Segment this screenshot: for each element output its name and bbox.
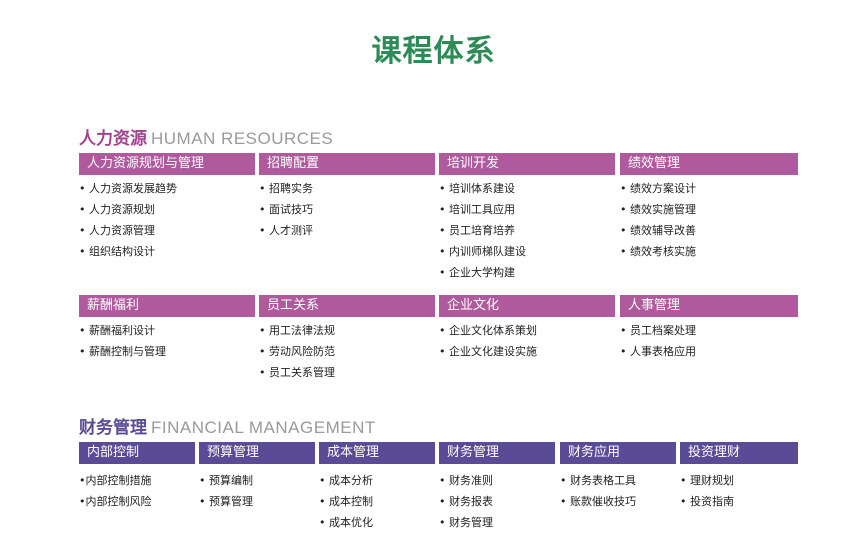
course-item: 绩效考核实施	[620, 241, 696, 262]
course-item: 财务准则	[439, 470, 493, 491]
course-list: 财务表格工具 账款催收技巧	[560, 470, 636, 512]
category-header: 薪酬福利	[79, 295, 255, 317]
course-list: 培训体系建设 培训工具应用 员工培育培养 内训师梯队建设 企业大学构建	[439, 178, 526, 283]
course-list: 招聘实务 面试技巧 人才测评	[259, 178, 313, 241]
course-item: 账款催收技巧	[560, 491, 636, 512]
course-item: 成本分析	[319, 470, 373, 491]
course-item: 投资指南	[680, 491, 734, 512]
course-list: 绩效方案设计 绩效实施管理 绩效辅导改善 绩效考核实施	[620, 178, 696, 262]
category-header: 人事管理	[620, 295, 798, 317]
course-item: 薪酬福利设计	[79, 320, 166, 341]
course-list: 成本分析 成本控制 成本优化	[319, 470, 373, 533]
course-item: 财务报表	[439, 491, 493, 512]
course-item: 成本控制	[319, 491, 373, 512]
course-item: 预算管理	[199, 491, 253, 512]
category-header: 财务管理	[439, 442, 555, 464]
course-item: 人力资源管理	[79, 220, 177, 241]
course-list: 企业文化体系策划 企业文化建设实施	[439, 320, 537, 362]
section-title-cn: 人力资源	[79, 129, 147, 149]
category-header: 预算管理	[199, 442, 315, 464]
category-header: 人力资源规划与管理	[79, 153, 255, 175]
course-item: 理财规划	[680, 470, 734, 491]
course-item: 面试技巧	[259, 199, 313, 220]
category-header: 培训开发	[439, 153, 615, 175]
course-item: 用工法律法规	[259, 320, 335, 341]
section-title-en: HUMAN RESOURCES	[151, 129, 334, 148]
course-list: 理财规划 投资指南	[680, 470, 734, 512]
category-header: 企业文化	[439, 295, 615, 317]
course-item: 人才测评	[259, 220, 313, 241]
category-header: 投资理财	[680, 442, 798, 464]
category-header: 成本管理	[319, 442, 435, 464]
page-title: 课程体系	[371, 34, 496, 69]
course-item: 内部控制措施	[79, 470, 152, 491]
course-list: 员工档案处理 人事表格应用	[620, 320, 696, 362]
course-item: 组织结构设计	[79, 241, 177, 262]
category-header: 员工关系	[259, 295, 435, 317]
course-list: 内部控制措施 内部控制风险	[79, 470, 152, 512]
category-header: 绩效管理	[620, 153, 798, 175]
course-item: 薪酬控制与管理	[79, 341, 166, 362]
course-item: 财务表格工具	[560, 470, 636, 491]
category-header: 内部控制	[79, 442, 195, 464]
category-header: 招聘配置	[259, 153, 435, 175]
course-item: 企业文化建设实施	[439, 341, 537, 362]
course-item: 人力资源发展趋势	[79, 178, 177, 199]
section-title-en: FINANCIAL MANAGEMENT	[151, 418, 376, 437]
course-list: 人力资源发展趋势 人力资源规划 人力资源管理 组织结构设计	[79, 178, 177, 262]
course-item: 员工培育培养	[439, 220, 526, 241]
section-title-cn: 财务管理	[79, 418, 147, 438]
course-list: 财务准则 财务报表 财务管理	[439, 470, 493, 533]
course-list: 用工法律法规 劳动风险防范 员工关系管理	[259, 320, 335, 383]
course-item: 预算编制	[199, 470, 253, 491]
course-list: 预算编制 预算管理	[199, 470, 253, 512]
course-item: 招聘实务	[259, 178, 313, 199]
course-item: 内训师梯队建设	[439, 241, 526, 262]
category-header: 财务应用	[560, 442, 676, 464]
course-item: 企业文化体系策划	[439, 320, 537, 341]
course-item: 人力资源规划	[79, 199, 177, 220]
course-list: 薪酬福利设计 薪酬控制与管理	[79, 320, 166, 362]
course-item: 绩效方案设计	[620, 178, 696, 199]
course-item: 绩效辅导改善	[620, 220, 696, 241]
course-item: 人事表格应用	[620, 341, 696, 362]
course-item: 培训体系建设	[439, 178, 526, 199]
course-item: 员工档案处理	[620, 320, 696, 341]
course-item: 财务管理	[439, 512, 493, 533]
course-item: 绩效实施管理	[620, 199, 696, 220]
course-item: 企业大学构建	[439, 262, 526, 283]
course-item: 培训工具应用	[439, 199, 526, 220]
course-item: 内部控制风险	[79, 491, 152, 512]
course-item: 劳动风险防范	[259, 341, 335, 362]
course-item: 员工关系管理	[259, 362, 335, 383]
course-item: 成本优化	[319, 512, 373, 533]
